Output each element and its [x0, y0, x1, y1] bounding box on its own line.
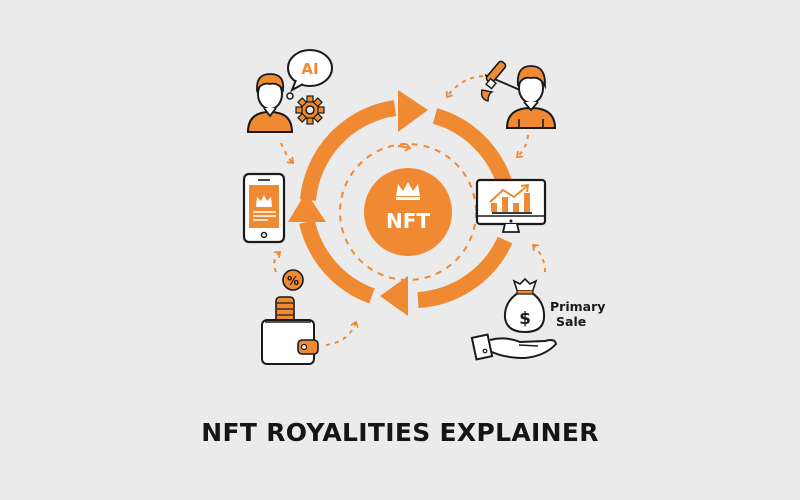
crown-icon [396, 182, 420, 200]
connector-wallet-to-cycle [325, 322, 356, 346]
person-icon [246, 73, 294, 133]
connector-sale-to-monitor [533, 245, 546, 273]
gear-icon [295, 95, 325, 125]
node-mobile-nft [242, 172, 286, 244]
speech-bubble-icon: AI [286, 49, 333, 100]
ai-badge: AI [301, 60, 318, 78]
node-marketplace [475, 178, 547, 233]
smartphone-crown-icon [242, 172, 286, 244]
page-title: NFT ROYALITIES EXPLAINER [201, 418, 599, 447]
monitor-chart-icon [475, 178, 547, 233]
arrowhead-top-icon [398, 90, 428, 132]
percent-badge: % [287, 274, 299, 288]
center-nft: NFT [364, 168, 452, 256]
person-icon [505, 65, 557, 129]
node-primary-sale: $ Primary Sale [470, 277, 605, 361]
wallet-icon [261, 319, 319, 365]
cycle-arrow-top [300, 100, 397, 201]
open-hand-icon [470, 333, 558, 361]
connector-ai-to-cycle [280, 142, 293, 163]
arrowhead-left-icon [288, 192, 326, 222]
arrowhead-bottom-icon [380, 276, 408, 316]
node-artist [480, 60, 557, 129]
connector-artist-to-nft [447, 75, 484, 97]
inner-ring-arrow-icon [397, 146, 410, 148]
cycle-arrow-right [432, 108, 513, 188]
node-royalty-wallet: % [261, 269, 319, 365]
cycle-arrow-left [299, 220, 375, 304]
node-ai-creator: AI [246, 49, 333, 133]
dashed-connectors [273, 75, 546, 346]
primary-sale-label-1: Primary [550, 299, 605, 314]
cycle-arrows [299, 100, 513, 308]
currency-symbol: $ [519, 309, 531, 329]
money-bag-icon: $ [503, 277, 546, 334]
cycle-arrow-bottom [417, 236, 513, 308]
paintbrush-icon [480, 60, 521, 102]
nft-label: NFT [386, 209, 430, 233]
primary-sale-label-2: Sale [556, 314, 586, 329]
connector-wallet-to-phone [273, 252, 280, 273]
connector-artist-to-monitor [517, 134, 529, 157]
percent-badge-icon: % [282, 269, 304, 291]
cycle-arrowheads [288, 90, 428, 316]
